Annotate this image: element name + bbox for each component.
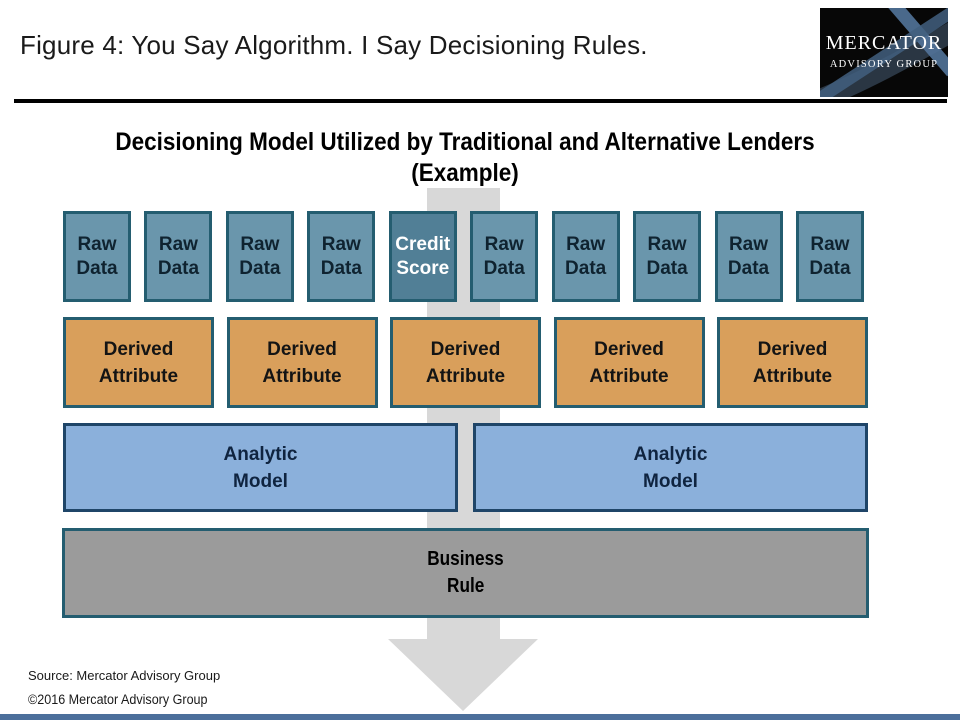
- logo-swoosh-icon: [820, 8, 948, 97]
- logo-tagline-text: ADVISORY GROUP: [829, 59, 939, 70]
- derived-attribute-box: Derived Attribute: [63, 317, 214, 408]
- raw-data-box: Raw Data: [633, 211, 702, 302]
- copyright-note: ©2016 Mercator Advisory Group: [28, 692, 208, 707]
- diagram-title: Decisioning Model Utilized by Traditiona…: [102, 127, 827, 189]
- figure-title: Figure 4: You Say Algorithm. I Say Decis…: [20, 30, 648, 60]
- diagram-title-line1: Decisioning Model Utilized by Traditiona…: [115, 128, 815, 156]
- derived-attribute-box: Derived Attribute: [390, 317, 541, 408]
- derived-attribute-box: Derived Attribute: [553, 317, 705, 408]
- analytic-model-box: Analytic Model: [63, 423, 458, 512]
- raw-data-box: Raw Data: [144, 211, 213, 302]
- logo-name-text: MERCATOR: [825, 32, 943, 54]
- business-rule-box: Business Rule: [62, 528, 869, 618]
- mercator-logo: MERCATOR ADVISORY GROUP: [820, 8, 948, 97]
- bottom-accent-bar: [0, 714, 960, 720]
- source-note: Source: Mercator Advisory Group: [28, 668, 221, 683]
- credit-score-box: Credit Score: [388, 211, 457, 302]
- raw-data-row: Raw Data Raw Data Raw Data Raw Data Cred…: [63, 211, 864, 302]
- diagram-title-line2: (Example): [411, 159, 519, 187]
- raw-data-box: Raw Data: [551, 211, 620, 302]
- title-divider-line: [14, 99, 947, 103]
- derived-attribute-box: Derived Attribute: [717, 317, 868, 408]
- flow-down-arrow-head: [388, 639, 538, 711]
- raw-data-box: Raw Data: [714, 211, 783, 302]
- raw-data-box: Raw Data: [795, 211, 864, 302]
- derived-attribute-box: Derived Attribute: [226, 317, 378, 408]
- analytic-model-row: Analytic Model Analytic Model: [63, 423, 868, 512]
- business-rule-row: Business Rule: [62, 528, 869, 618]
- raw-data-box: Raw Data: [307, 211, 376, 302]
- raw-data-box: Raw Data: [470, 211, 539, 302]
- derived-attribute-row: Derived Attribute Derived Attribute Deri…: [63, 317, 868, 408]
- raw-data-box: Raw Data: [225, 211, 294, 302]
- analytic-model-box: Analytic Model: [473, 423, 868, 512]
- raw-data-box: Raw Data: [63, 211, 131, 302]
